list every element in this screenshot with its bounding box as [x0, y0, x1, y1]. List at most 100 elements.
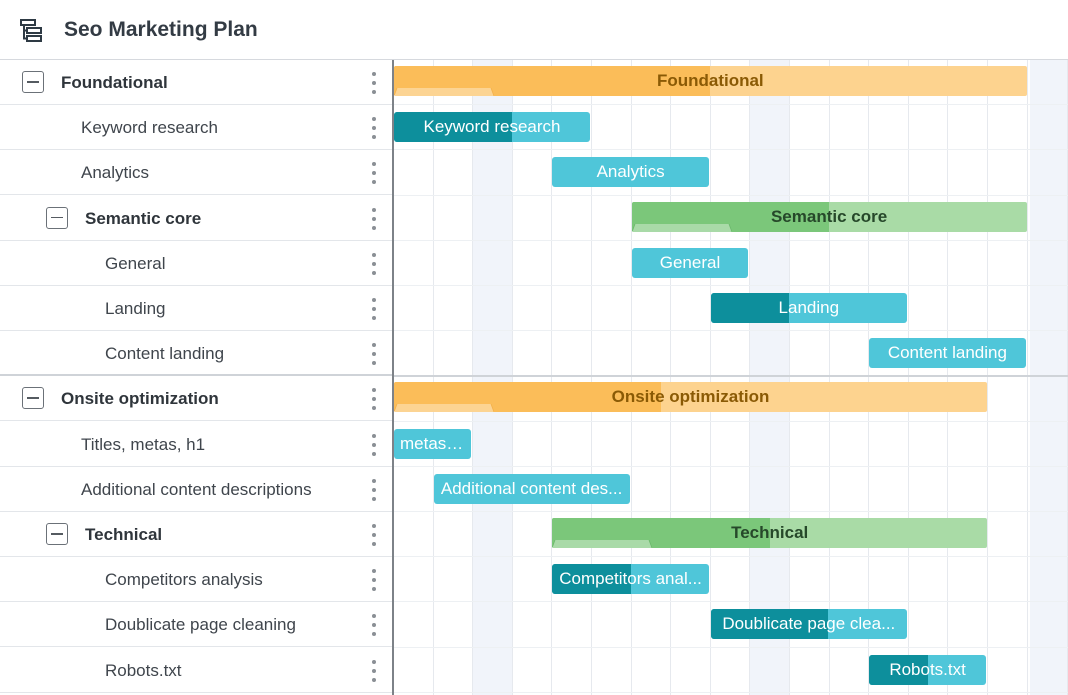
group-row[interactable]: Semantic core [0, 196, 392, 241]
timeline-column [869, 60, 909, 695]
row-gridline [394, 149, 1068, 151]
task-row[interactable]: Content landing [0, 331, 392, 377]
row-label: Analytics [81, 163, 150, 183]
row-menu-icon[interactable] [366, 341, 382, 367]
row-label: Titles, metas, h1 [81, 434, 206, 454]
row-menu-icon[interactable] [366, 386, 382, 412]
bar-label: Analytics [596, 162, 665, 182]
summary-bar[interactable]: Semantic core [631, 201, 1027, 232]
timeline-column [552, 60, 592, 695]
collapse-toggle-icon[interactable] [22, 387, 44, 410]
summary-bracket [552, 540, 653, 548]
bar-label: Additional content des... [440, 478, 623, 498]
row-label: Content landing [105, 344, 225, 364]
progress-fill [631, 201, 830, 232]
summary-bar[interactable]: Foundational [394, 66, 1027, 96]
row-menu-icon[interactable] [366, 477, 382, 503]
collapse-toggle-icon[interactable] [22, 71, 44, 93]
bar-label: metas, h1 [400, 433, 472, 453]
progress-fill [394, 66, 711, 96]
timeline-column [473, 60, 513, 695]
task-row[interactable]: Competitors analysis [0, 557, 392, 603]
row-menu-icon[interactable] [366, 70, 382, 96]
row-gridline [394, 104, 1068, 106]
bar-label: Content landing [887, 343, 1007, 363]
page-title: Seo Marketing Plan [64, 18, 258, 41]
row-menu-icon[interactable] [366, 432, 382, 458]
progress-fill [710, 293, 790, 323]
bar-label: Semantic core [770, 206, 888, 226]
row-gridline [394, 646, 1068, 648]
group-row[interactable]: Foundational [0, 60, 392, 105]
group-row[interactable]: Onsite optimization [0, 376, 392, 422]
collapse-toggle-icon[interactable] [46, 206, 68, 229]
progress-fill [394, 112, 512, 143]
task-row[interactable]: Analytics [0, 150, 392, 196]
row-label: Technical [85, 525, 163, 544]
row-menu-icon[interactable] [366, 658, 382, 684]
row-gridline [394, 556, 1068, 558]
progress-fill [869, 654, 928, 685]
grid-divider[interactable] [392, 60, 394, 695]
progress-fill [552, 518, 770, 548]
task-row[interactable]: Robots.txt [0, 648, 392, 693]
group-row[interactable]: Technical [0, 512, 392, 557]
task-row[interactable]: Doublicate page cleaning [0, 602, 392, 648]
task-bar[interactable]: Competitors anal... [552, 564, 709, 595]
bar-label: Foundational [656, 71, 764, 90]
row-menu-icon[interactable] [366, 612, 382, 638]
bar-label: Technical [731, 523, 809, 542]
row-label: General [105, 253, 166, 273]
timeline-column [671, 60, 711, 695]
summary-bar[interactable]: Technical [552, 518, 987, 548]
bar-label: Robots.txt [889, 659, 966, 679]
task-bar[interactable]: Robots.txt [869, 654, 986, 685]
timeline-column [434, 60, 474, 695]
timeline-column [592, 60, 632, 695]
summary-bracket [394, 404, 494, 413]
gantt-chart-icon [20, 19, 42, 42]
task-bar[interactable]: Landing [710, 293, 907, 323]
task-bar[interactable]: Doublicate page clea... [710, 609, 907, 640]
task-row[interactable]: Titles, metas, h1 [0, 422, 392, 467]
row-label: Keyword research [81, 118, 219, 138]
timeline-column [948, 60, 988, 695]
row-menu-icon[interactable] [366, 251, 382, 277]
task-bar[interactable]: Content landing [869, 338, 1026, 369]
row-gridline [394, 420, 1068, 422]
task-row[interactable]: Keyword research [0, 105, 392, 151]
task-bar[interactable]: Keyword research [394, 112, 590, 143]
summary-bar[interactable]: Onsite optimization [394, 382, 987, 413]
row-gridline [394, 194, 1068, 196]
timeline-column [394, 60, 434, 695]
task-bar[interactable]: Additional content des... [433, 473, 630, 504]
collapse-toggle-icon[interactable] [46, 523, 68, 545]
row-menu-icon[interactable] [366, 115, 382, 141]
row-menu-icon[interactable] [366, 296, 382, 322]
bar-label: Onsite optimization [611, 387, 770, 407]
task-bar[interactable]: Analytics [552, 157, 709, 188]
task-row[interactable]: Additional content descriptions [0, 467, 392, 512]
row-menu-icon[interactable] [366, 206, 382, 232]
bar-label: Competitors anal... [559, 569, 702, 589]
row-menu-icon[interactable] [366, 522, 382, 548]
row-label: Foundational [61, 73, 168, 92]
row-gridline [394, 691, 1068, 693]
row-gridline [394, 511, 1068, 512]
row-gridline [394, 239, 1068, 241]
row-label: Semantic core [85, 208, 202, 228]
row-label: Robots.txt [105, 660, 182, 680]
row-gridline [394, 601, 1068, 603]
row-menu-icon[interactable] [366, 567, 382, 593]
task-row[interactable]: Landing [0, 286, 392, 331]
task-bar[interactable]: metas, h1 [394, 428, 472, 459]
row-gridline [394, 375, 1068, 378]
timeline-column [1030, 60, 1068, 695]
task-bar[interactable]: General [631, 247, 749, 278]
task-row[interactable]: General [0, 241, 392, 286]
row-gridline [394, 465, 1068, 467]
row-menu-icon[interactable] [366, 160, 382, 186]
timeline-column [750, 60, 790, 695]
